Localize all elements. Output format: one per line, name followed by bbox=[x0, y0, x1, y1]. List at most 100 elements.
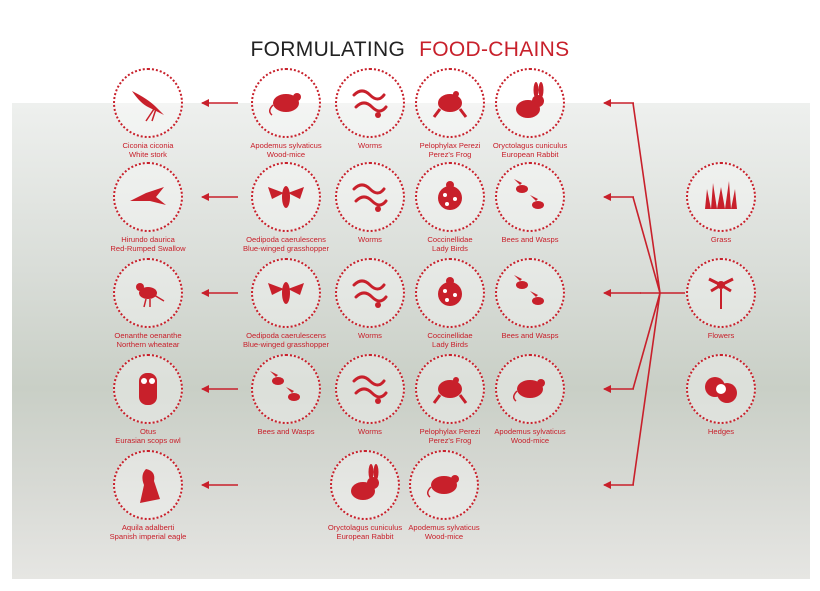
prey-node: Worms bbox=[310, 258, 430, 340]
grass-icon bbox=[705, 181, 737, 209]
species-name: Pelophylax Perezi bbox=[419, 141, 481, 150]
prey-node: Worms bbox=[310, 354, 430, 436]
rabbit-icon bbox=[351, 464, 379, 500]
worm-icon bbox=[352, 183, 388, 212]
species-name: Hirundo daurica bbox=[121, 235, 175, 244]
species-circle bbox=[495, 354, 565, 424]
species-circle bbox=[251, 162, 321, 232]
swallow-icon bbox=[130, 187, 166, 205]
species-circle bbox=[251, 258, 321, 328]
species-name: Worms bbox=[358, 427, 382, 436]
species-name: Oenanthe oenanthe bbox=[114, 331, 182, 340]
species-circle bbox=[113, 354, 183, 424]
species-common-name: White stork bbox=[129, 150, 167, 159]
species-circle bbox=[251, 68, 321, 138]
producer-bracket bbox=[632, 102, 685, 486]
species-circle bbox=[113, 258, 183, 328]
species-name: Bees and Wasps bbox=[501, 235, 559, 244]
wheatear-icon bbox=[136, 283, 165, 308]
species-name: Bees and Wasps bbox=[257, 427, 315, 436]
species-name: Apodemus sylvaticus bbox=[494, 427, 566, 436]
species-circle bbox=[409, 450, 479, 520]
species-common-name: Red-Rumped Swallow bbox=[110, 244, 186, 253]
species-circle bbox=[335, 68, 405, 138]
species-circle bbox=[686, 162, 756, 232]
species-name: Worms bbox=[358, 331, 382, 340]
species-circle bbox=[415, 354, 485, 424]
species-name: Coccinellidae bbox=[427, 331, 473, 340]
species-circle bbox=[415, 162, 485, 232]
species-circle bbox=[113, 450, 183, 520]
flower-icon bbox=[708, 277, 734, 309]
species-common-name: Wood-mice bbox=[424, 532, 464, 541]
frog-icon bbox=[432, 91, 468, 118]
species-common-name: Wood-mice bbox=[266, 150, 306, 159]
eagle-icon bbox=[140, 469, 160, 503]
prey-node: Worms bbox=[310, 68, 430, 150]
producer-node: Grass bbox=[661, 162, 781, 244]
species-circle bbox=[113, 68, 183, 138]
species-name: Bees and Wasps bbox=[501, 331, 559, 340]
species-name: Apodemus sylvaticus bbox=[408, 523, 480, 532]
worm-icon bbox=[352, 375, 388, 404]
mouse-icon bbox=[427, 475, 459, 498]
species-name: Grass bbox=[710, 235, 732, 244]
species-label: Grass bbox=[661, 235, 781, 244]
species-common-name: Lady Birds bbox=[432, 244, 468, 253]
species-common-name: Blue-winged grasshopper bbox=[242, 244, 330, 253]
species-name: Flowers bbox=[707, 331, 735, 340]
stork-icon bbox=[132, 91, 164, 122]
producer-node: Flowers bbox=[661, 258, 781, 340]
species-name: Oedipoda caerulescens bbox=[246, 235, 326, 244]
species-label: Bees and Wasps bbox=[470, 235, 590, 244]
frog-icon bbox=[432, 377, 468, 404]
species-common-name: European Rabbit bbox=[501, 150, 559, 159]
species-common-name: Eurasian scops owl bbox=[115, 436, 181, 445]
prey-node: Bees and Wasps bbox=[226, 354, 346, 436]
species-common-name: European Rabbit bbox=[336, 532, 394, 541]
species-circle bbox=[686, 354, 756, 424]
species-label: Hedges bbox=[661, 427, 781, 436]
species-name: Ciconia ciconia bbox=[122, 141, 174, 150]
species-label: Bees and Wasps bbox=[470, 331, 590, 340]
prey-node: Bees and Wasps bbox=[470, 258, 590, 340]
species-circle bbox=[113, 162, 183, 232]
ladybird-icon bbox=[438, 181, 462, 210]
species-label: Worms bbox=[310, 235, 430, 244]
species-circle bbox=[330, 450, 400, 520]
species-circle bbox=[495, 162, 565, 232]
species-common-name: Northern wheatear bbox=[116, 340, 180, 349]
species-common-name: Spanish imperial eagle bbox=[109, 532, 187, 541]
species-name: Apodemus sylvaticus bbox=[250, 141, 322, 150]
producer-node: Hedges bbox=[661, 354, 781, 436]
bee-icon bbox=[270, 371, 300, 401]
species-name: Oedipoda caerulescens bbox=[246, 331, 326, 340]
species-circle bbox=[495, 68, 565, 138]
species-common-name: Wood-mice bbox=[510, 436, 550, 445]
species-circle bbox=[335, 354, 405, 424]
species-circle bbox=[251, 354, 321, 424]
species-circle bbox=[415, 258, 485, 328]
species-circle bbox=[415, 68, 485, 138]
